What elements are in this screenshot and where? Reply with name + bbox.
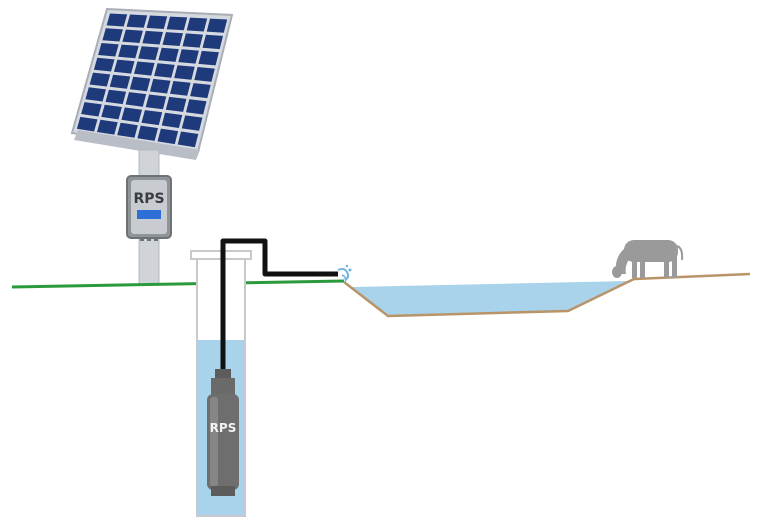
solar-cell [76,116,98,132]
solar-cell [118,44,139,59]
solar-cell [138,46,159,61]
controller-label: RPS [133,191,164,207]
rps-controller: RPS [126,175,172,241]
solar-cell [165,96,187,112]
solar-cell [145,94,167,110]
solar-cell [129,76,151,92]
solar-cell [134,61,155,76]
solar-cell [181,115,203,131]
drop-pipe [220,238,338,372]
water-splash-icon [337,264,352,284]
solar-cell [117,122,138,138]
solar-cell [149,78,171,94]
controller-display [137,210,161,219]
solar-cell [85,87,106,102]
solar-cell [137,125,158,141]
solar-cell [162,32,183,46]
solar-cell [202,34,223,50]
solar-cell [97,119,118,135]
submersible-pump: RPS [207,369,239,496]
solar-cell [190,83,211,99]
solar-cell [102,28,123,42]
solar-cell [166,16,188,31]
solar-cell [81,102,102,117]
solar-cell [101,104,122,120]
solar-cell [146,15,168,29]
solar-cell [170,81,191,96]
solar-cell [126,14,148,28]
solar-cell [93,57,115,72]
solar-cell [121,107,142,123]
solar-cell [186,99,207,115]
solar-cell [89,72,111,87]
solar-cell [186,17,208,32]
solar-cell [106,13,128,27]
solar-cell [198,50,219,66]
solar-cell [142,30,163,45]
cow-icon [612,240,684,278]
solar-cell [157,128,179,145]
solar-cell [174,65,195,80]
solar-cell [177,131,199,148]
solar-cell [178,49,199,64]
ground-line [11,279,345,289]
solar-cell [194,67,215,82]
solar-cell [122,29,143,43]
pond-water [352,281,628,316]
solar-cell [141,110,163,126]
solar-cell [113,59,135,74]
solar-cell [161,112,183,128]
pump-label: RPS [210,421,237,435]
solar-cell [105,89,127,105]
solar-cell [158,47,179,62]
solar-cell [109,74,131,89]
solar-cell [154,63,175,78]
solar-cell [206,18,228,33]
solar-cell [98,43,119,57]
solar-panel-icon [70,7,234,160]
solar-cell [182,33,203,48]
solar-cell [125,92,147,107]
